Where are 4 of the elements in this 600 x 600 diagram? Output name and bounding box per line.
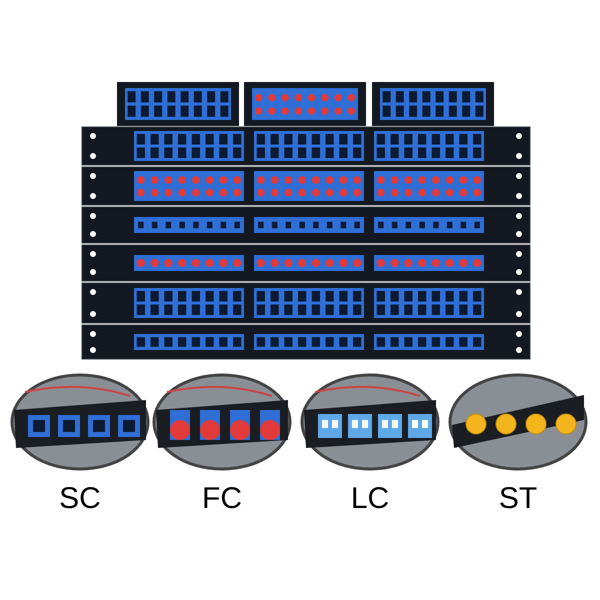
connector-type-label: ST	[498, 482, 538, 515]
connector-type-label: LC	[350, 482, 390, 515]
connector-type-label: FC	[202, 482, 242, 515]
connector-type-label: SC	[59, 482, 101, 515]
